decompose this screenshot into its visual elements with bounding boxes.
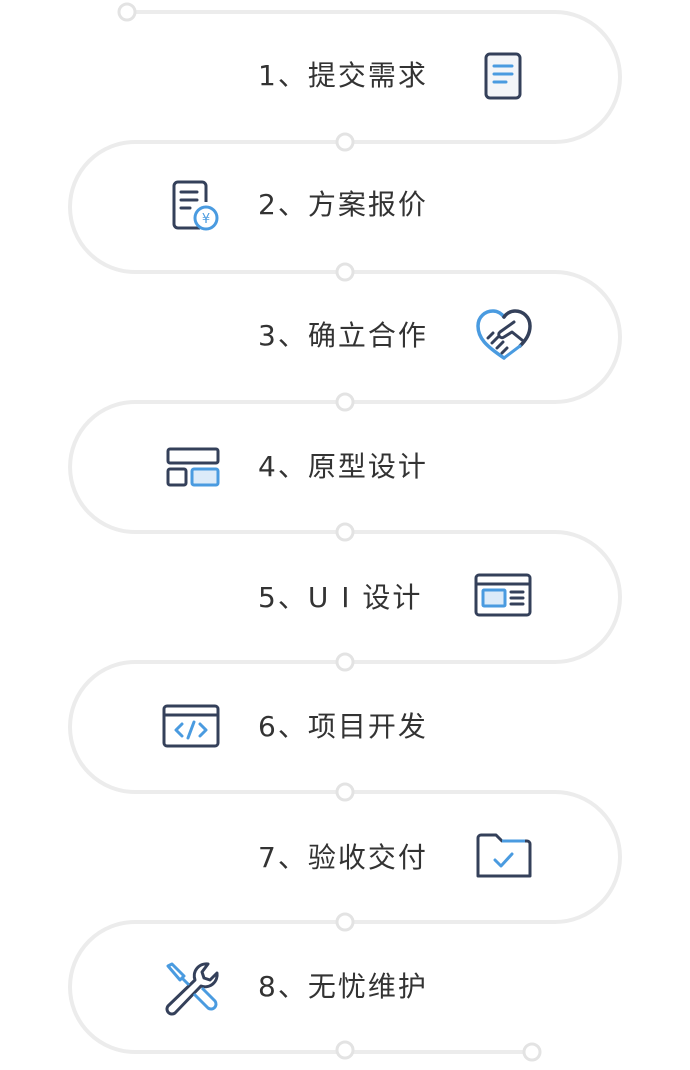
track-node [335,1040,355,1060]
step-8-label: 8、无忧维护 [258,970,428,1003]
track-node [335,782,355,802]
folder-check-icon [476,833,532,878]
handshake-heart-icon [476,309,532,360]
step-2-label: 2、方案报价 [258,188,428,221]
track-node [335,522,355,542]
prototype-layout-icon [166,447,220,487]
track-node [335,262,355,282]
step-7-label: 7、验收交付 [258,841,428,874]
track-node [335,912,355,932]
quote-document-icon: ¥ [172,180,219,231]
code-window-icon [162,704,220,748]
step-5-label: 5、U I 设计 [258,581,423,614]
step-1-label: 1、提交需求 [258,59,428,92]
tools-icon [165,962,219,1016]
svg-text:¥: ¥ [202,212,210,227]
track-node [335,132,355,152]
track-node [335,652,355,672]
track-end-dot [522,1042,542,1062]
step-3-label: 3、确立合作 [258,319,428,352]
track-start-dot [117,2,137,22]
step-6-label: 6、项目开发 [258,710,428,743]
document-icon [484,52,522,100]
track-node [335,392,355,412]
step-4-label: 4、原型设计 [258,450,428,483]
ui-window-icon [474,573,532,617]
